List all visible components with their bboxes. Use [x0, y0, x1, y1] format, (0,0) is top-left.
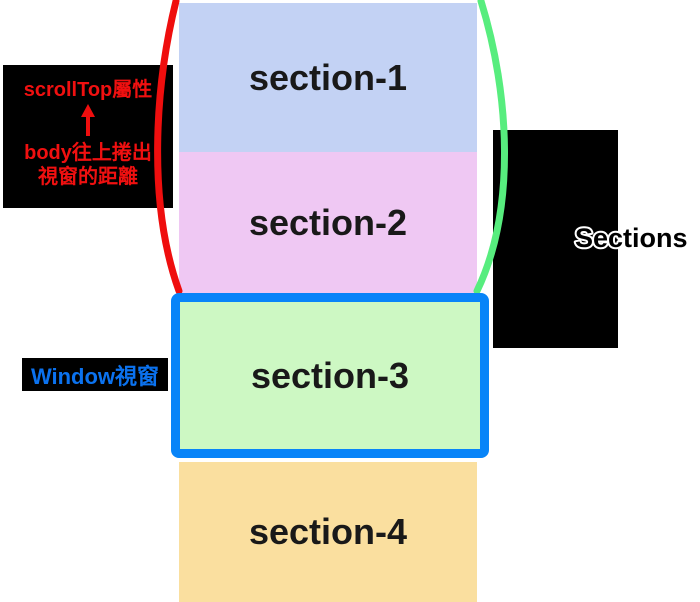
window-label-box: Window視窗 [22, 358, 168, 391]
section-2-box: section-2 [179, 152, 477, 293]
up-arrow-icon [80, 103, 96, 139]
scrolltop-desc-line2: 視窗的距離 [38, 166, 138, 188]
window-label-text: Window視窗 [30, 363, 160, 389]
scrolltop-desc-line1: body往上捲出 [24, 142, 152, 164]
section-1-label: section-1 [248, 56, 408, 98]
section-1-box: section-1 [179, 3, 477, 152]
sections-annotation-box [493, 130, 618, 348]
scrolltop-title: scrollTop屬性 [23, 79, 153, 101]
section-3-label: section-3 [250, 354, 410, 396]
section-4-label: section-4 [248, 511, 408, 552]
section-2-label: section-2 [248, 201, 408, 243]
section-4-box: section-4 [179, 462, 477, 602]
viewport-box: section-3 [171, 293, 489, 458]
scrolltop-annotation-box: scrollTop屬性 body往上捲出 視窗的距離 [3, 65, 173, 208]
